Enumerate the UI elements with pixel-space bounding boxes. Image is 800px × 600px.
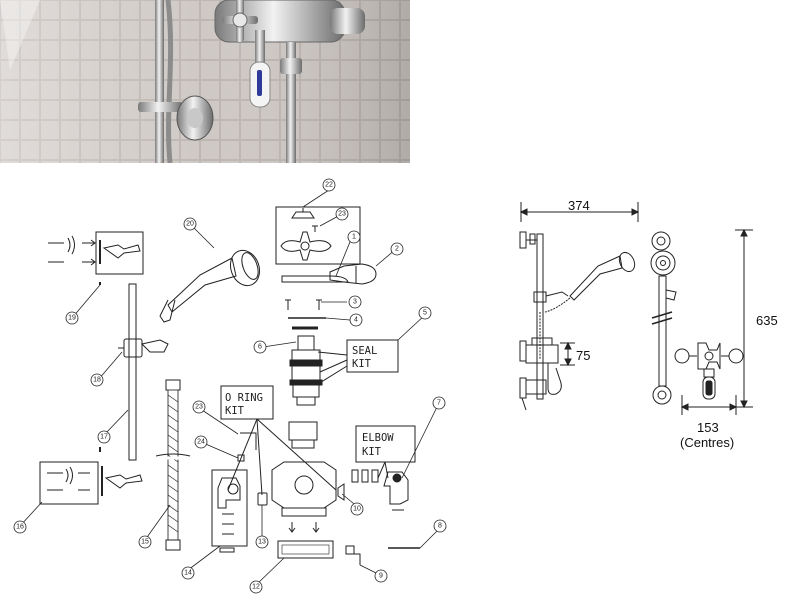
callout-17-circle (97, 430, 111, 444)
dim-centres-caption: (Centres) (680, 435, 734, 450)
dim-width-label: 374 (568, 198, 590, 213)
callout-1-circle (347, 230, 361, 244)
callout-7-circle (432, 396, 446, 410)
o-ring-kit-label-line2: KIT (225, 405, 245, 417)
callout-12: 12 (252, 584, 260, 591)
inlet-elbow-box (211, 469, 248, 547)
callout-23-circle (192, 400, 206, 414)
screws-and-washers (285, 299, 326, 330)
shower-photo-art (0, 0, 410, 163)
wall-bracket-bottom-box (39, 461, 99, 505)
o-ring-kit-label-line1: O RING (225, 392, 263, 404)
callout-16: 16 (16, 524, 24, 531)
lever-handle (329, 263, 377, 285)
wall-bracket-bottom-fixings (47, 447, 143, 496)
wall-bracket-top-fixings (48, 235, 141, 285)
seal-kit-label-line2: KIT (352, 358, 372, 370)
elbow-kit-label-line1: ELBOW (362, 432, 394, 444)
hex-key (240, 432, 257, 450)
callout-8: 8 (438, 523, 442, 530)
kit-labels: SEAL KIT O RING KIT ELBOW KIT (225, 345, 394, 458)
hand-shower (159, 249, 261, 323)
callout-23: 23 (195, 404, 203, 411)
cross-handle (280, 208, 332, 261)
seal-kit-box (346, 339, 399, 373)
wall-plate (277, 540, 334, 559)
callout-19-circle (65, 311, 79, 325)
callout-6: 6 (258, 344, 262, 351)
product-photo (0, 0, 410, 163)
callout-4-circle (349, 313, 363, 327)
callout-12-circle (249, 580, 263, 594)
callout-6-circle (253, 340, 267, 354)
inlet-elbow (217, 477, 241, 553)
seal-kit-label-line1: SEAL (352, 345, 377, 357)
callout-14-circle (181, 566, 195, 580)
valve-body (271, 421, 337, 533)
dim-height-label: 635 (756, 313, 778, 328)
callout-circles (13, 178, 447, 594)
o-ring-kit-box (220, 385, 274, 420)
elbow-kit-label-line2: KIT (362, 446, 382, 458)
callout-13-circle (255, 535, 269, 549)
dim-small-label: 75 (576, 348, 590, 363)
callout-18: 18 (93, 377, 101, 384)
slide-rail (128, 283, 137, 461)
dimension-drawing-front (650, 228, 753, 415)
callout-15: 15 (141, 539, 149, 546)
callout-22: 23 (338, 211, 346, 218)
callout-20-circle (183, 217, 197, 231)
callout-3-circle (348, 295, 362, 309)
callout-2-circle (390, 242, 404, 256)
wall-bracket-top-box (95, 231, 144, 275)
outlet-nut (337, 483, 345, 501)
plate-screw (345, 545, 355, 555)
outlet-elbow (351, 461, 409, 511)
callout-8-circle (433, 519, 447, 533)
callout-16-circle (13, 520, 27, 534)
slider-bracket (118, 338, 169, 358)
callout-9: 9 (379, 573, 383, 580)
callout-17: 17 (100, 434, 108, 441)
callout-24: 24 (197, 439, 205, 446)
callout-22-circle (335, 207, 349, 221)
leader-lines (19, 189, 441, 586)
dimension-labels: 374 635 75 153 (Centres) (568, 198, 778, 450)
callout-5-circle (418, 306, 432, 320)
callout-numbers: 22 23 1 2 3 4 5 6 7 8 9 10 12 13 14 15 1… (16, 182, 442, 591)
callout-21: 22 (325, 182, 333, 189)
callout-20: 20 (186, 221, 194, 228)
small-nut (257, 492, 268, 506)
dim-centres-label: 153 (697, 420, 719, 435)
callout-5: 5 (423, 310, 427, 317)
callout-24-circle (194, 435, 208, 449)
callout-10-circle (350, 502, 364, 516)
callout-4: 4 (354, 317, 358, 324)
callout-1: 1 (352, 234, 356, 241)
callout-15-circle (138, 535, 152, 549)
callout-10: 10 (353, 506, 361, 513)
callout-9-circle (374, 569, 388, 583)
dimension-drawing-side (519, 202, 640, 411)
callout-3: 3 (353, 299, 357, 306)
callout-14: 14 (184, 570, 192, 577)
hex-key-small (352, 553, 361, 565)
callout-21-circle (322, 178, 336, 192)
callout-13: 13 (258, 539, 266, 546)
thermostatic-cartridge (289, 335, 323, 406)
callout-19: 19 (68, 315, 76, 322)
callout-2: 2 (395, 246, 399, 253)
callout-18-circle (90, 373, 104, 387)
flexible-hose (155, 379, 191, 551)
callout-7: 7 (437, 400, 441, 407)
